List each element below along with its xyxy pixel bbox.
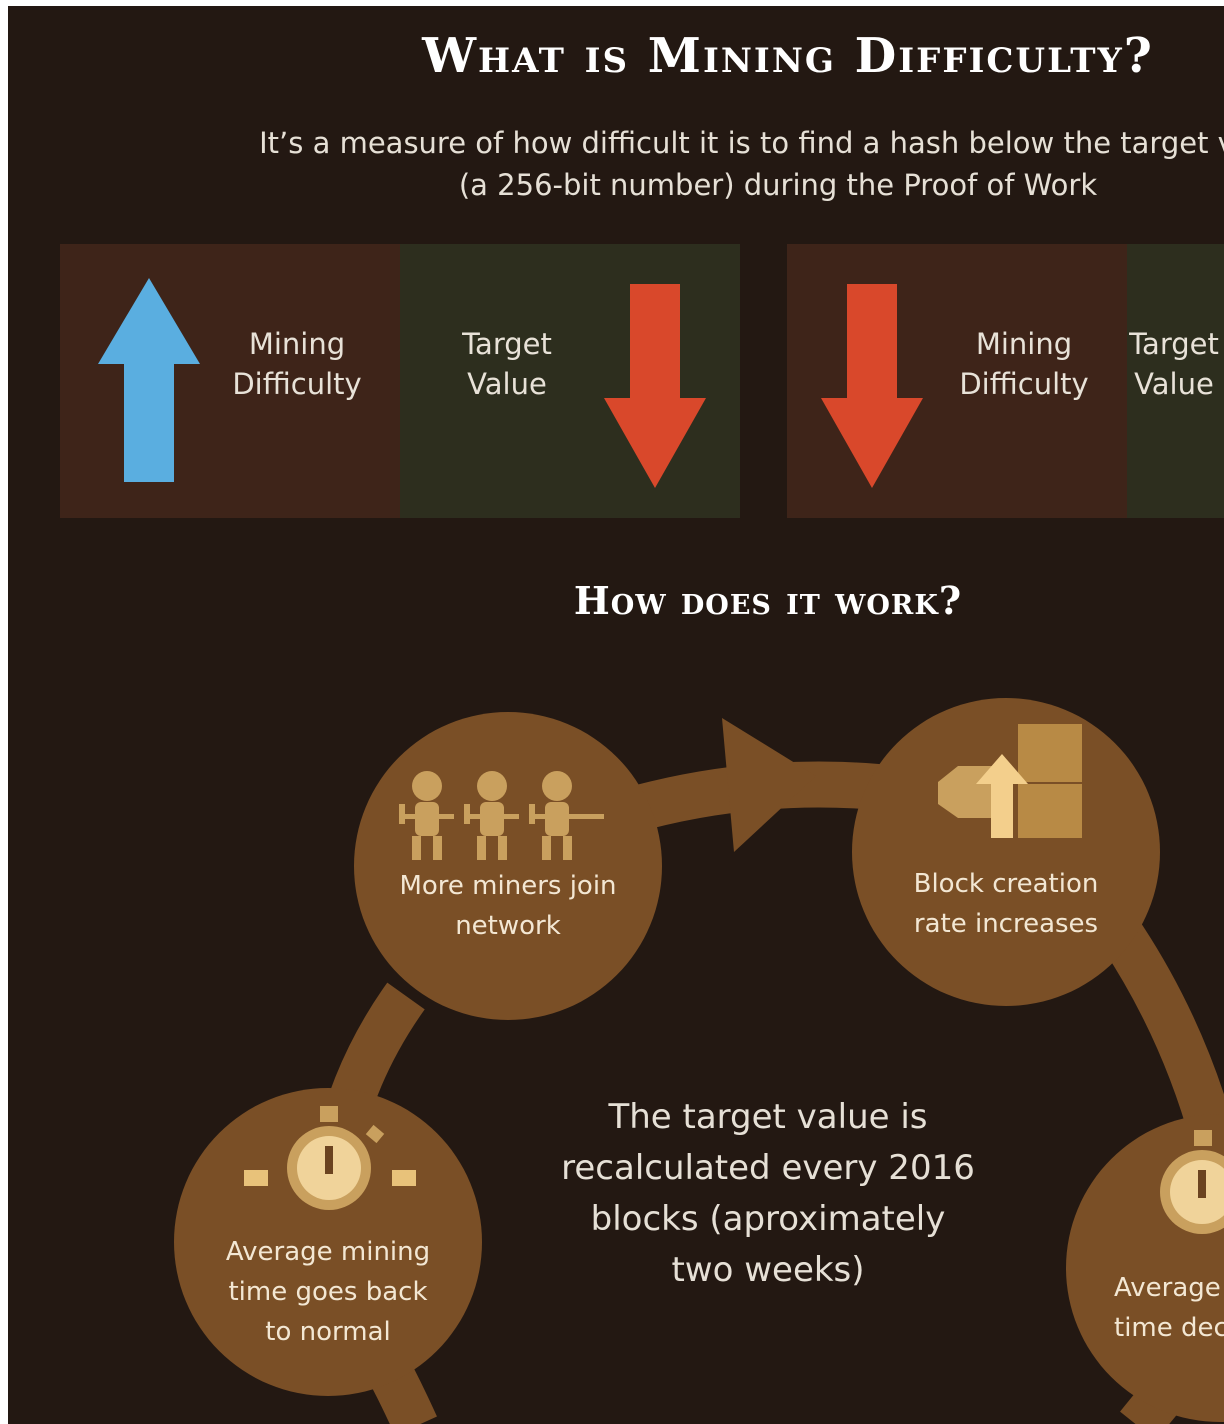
node-text-decreases: Average mining time decreases: [1114, 1273, 1224, 1343]
node-circle-normal: [174, 1088, 482, 1396]
infographic: What is Mining Difficulty? It’s a measur…: [8, 6, 1224, 1424]
panel-1-left: Mining Difficulty: [60, 244, 400, 518]
cycle-arrowhead: [722, 718, 816, 852]
panel-difficulty-down: Mining Difficulty Target Value: [787, 244, 1224, 518]
miners-icon: [399, 771, 604, 860]
panel-difficulty-up: Mining Difficulty Target Value: [60, 244, 740, 518]
cycle-diagram: [174, 698, 1224, 1424]
node-text-normal: Average mining time goes back to normal: [225, 1237, 431, 1347]
panel-2-left-label: Mining Difficulty: [959, 327, 1089, 401]
arrow-up-icon: [98, 278, 200, 482]
page-title: What is Mining Difficulty?: [422, 28, 1154, 84]
subtitle-line-1: It’s a measure of how difficult it is to…: [259, 126, 1224, 160]
node-circle-blocks: [852, 698, 1160, 1006]
section-title: How does it work?: [573, 578, 963, 623]
panel-1-right: Target Value: [400, 244, 740, 518]
blocks-icon: [938, 724, 1082, 838]
panel-2-right: Target Value: [1127, 244, 1224, 518]
panel-2-left: Mining Difficulty: [787, 244, 1127, 518]
arrow-down-icon: [821, 284, 923, 488]
panel-1-left-label: Mining Difficulty: [232, 327, 362, 401]
node-text-blocks: Block creation rate increases: [913, 869, 1099, 939]
panel-1-right-label: Target Value: [462, 327, 552, 401]
stopwatch-icon: [1160, 1130, 1224, 1234]
panel-2-right-label: Target Value: [1129, 327, 1219, 401]
subtitle: It’s a measure of how difficult it is to…: [248, 122, 1224, 206]
cycle-center-text: The target value is recalculated every 2…: [561, 1097, 975, 1290]
subtitle-line-2: (a 256-bit number) during the Proof of W…: [458, 168, 1098, 202]
node-text-miners: More miners join network: [399, 871, 617, 941]
arrow-down-icon: [604, 284, 706, 488]
stopwatch-icon: [244, 1106, 416, 1210]
